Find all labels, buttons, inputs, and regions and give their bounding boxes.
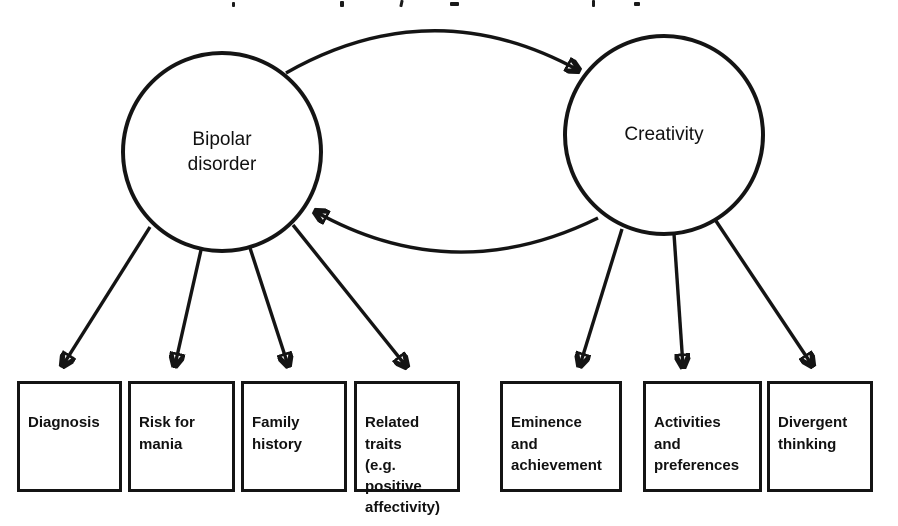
arrow-creativity-to-divergent-thinking (714, 220, 812, 365)
box-risk-for-mania: Risk for mania (128, 381, 235, 492)
box-family-history-label: Family history (252, 414, 303, 453)
arrow-creativity-to-eminence (580, 228, 624, 365)
box-divergent-thinking-label: Divergent thinking (778, 414, 848, 453)
cropped-caption-fragment (340, 1, 344, 7)
box-eminence-achievement-label: Eminence and achievement (511, 414, 602, 474)
arrow-bipolar-to-diagnosis (63, 226, 152, 365)
arrow-creativity-to-activities (672, 233, 683, 366)
node-creativity: Creativity (563, 34, 765, 236)
arrow-creativity-to-bipolar (316, 212, 599, 254)
box-eminence-achievement: Eminence and achievement (500, 381, 622, 492)
cropped-caption-fragment (450, 2, 459, 6)
arrow-bipolar-to-risk-for-mania (175, 249, 203, 365)
arrow-bipolar-to-related-traits (291, 223, 406, 366)
arrow-bipolar-to-family-history (248, 247, 288, 365)
box-diagnosis: Diagnosis (17, 381, 122, 492)
node-bipolar-disorder-label: Bipolar disorder (187, 128, 257, 175)
box-related-traits-label: Related traits (e.g. positive affectivit… (365, 414, 441, 517)
box-risk-for-mania-label: Risk for mania (139, 414, 195, 453)
box-related-traits: Related traits (e.g. positive affectivit… (354, 381, 460, 516)
cropped-caption-fragment (232, 2, 235, 7)
box-family-history: Family history (241, 381, 347, 492)
cropped-caption-fragment (592, 0, 595, 7)
box-diagnosis-label: Diagnosis (28, 414, 100, 432)
box-activities-preferences-label: Activities and preferences (654, 414, 740, 474)
box-divergent-thinking: Divergent thinking (767, 381, 873, 492)
cropped-caption-fragment (634, 2, 640, 6)
arrow-bipolar-to-creativity (285, 29, 578, 75)
box-activities-preferences: Activities and preferences (643, 381, 762, 492)
node-bipolar-disorder: Bipolar disorder (121, 51, 323, 253)
node-creativity-label: Creativity (624, 124, 704, 146)
